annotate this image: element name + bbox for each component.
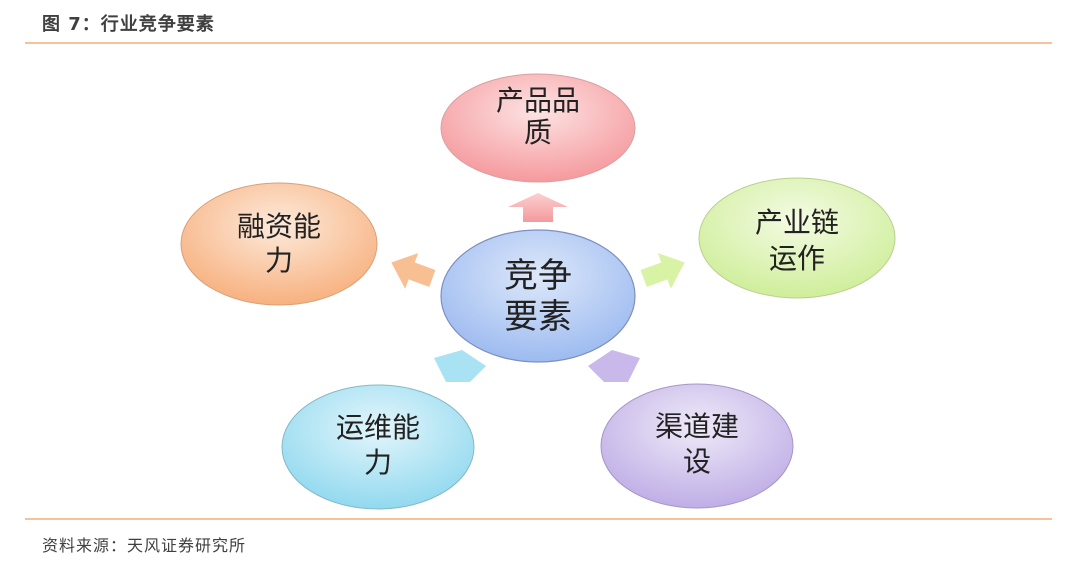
center-label: 竞争 <box>504 256 572 296</box>
arrow-right-icon <box>640 253 685 289</box>
node-label: 产业链 <box>755 206 839 239</box>
node-industry-chain: 产业链 运作 <box>698 177 896 299</box>
source-divider <box>25 518 1052 520</box>
node-label: 运作 <box>769 242 825 275</box>
figure-title: 图 7：行业竞争要素 <box>42 14 215 35</box>
node-label: 质 <box>524 116 552 149</box>
node-label: 融资能 <box>237 210 321 243</box>
arrow-down-left-icon <box>434 350 486 382</box>
node-ops-capability: 运维能 力 <box>281 384 475 510</box>
arrow-up-icon <box>508 193 568 222</box>
node-label: 力 <box>265 244 293 277</box>
node-channel-building: 渠道建 设 <box>600 383 794 509</box>
node-label: 设 <box>683 445 711 478</box>
node-center-competition: 竞争 要素 <box>440 229 636 363</box>
node-label: 力 <box>364 446 392 479</box>
node-label: 渠道建 <box>655 410 739 443</box>
node-financing-capability: 融资能 力 <box>180 182 378 306</box>
source-note: 资料来源：天风证券研究所 <box>42 536 247 555</box>
arrow-down-right-icon <box>588 350 640 382</box>
node-product-quality: 产品品 质 <box>440 73 636 183</box>
center-label: 要素 <box>504 297 572 337</box>
title-divider <box>25 42 1052 44</box>
arrow-left-icon <box>391 253 436 289</box>
node-label: 运维能 <box>336 411 420 444</box>
node-label: 产品品 <box>496 84 580 117</box>
